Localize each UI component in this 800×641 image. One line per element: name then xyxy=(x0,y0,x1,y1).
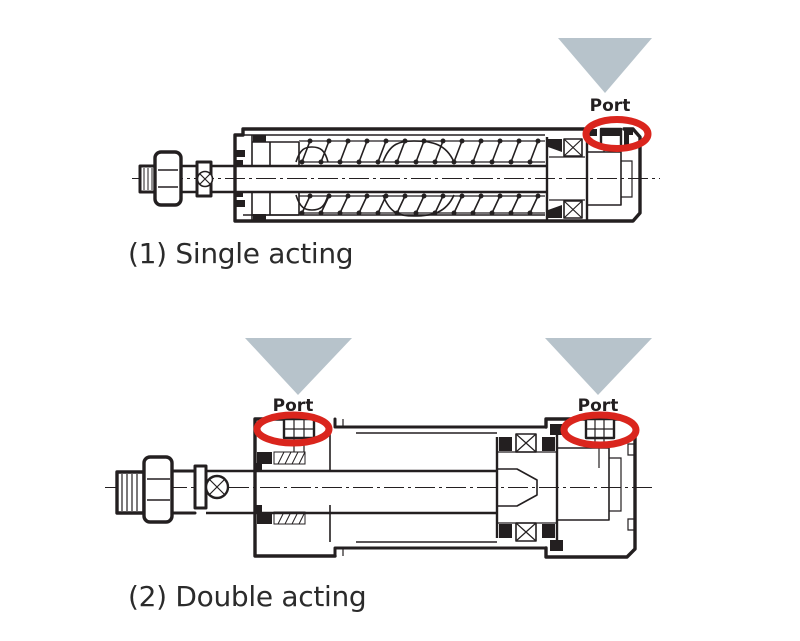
caption-single-acting: (1) Single acting xyxy=(128,237,354,270)
piston-assembly xyxy=(545,135,589,221)
attention-arrow-icon xyxy=(558,38,652,93)
piston-rod xyxy=(206,469,497,515)
port-plug xyxy=(584,127,633,149)
port-highlight-ellipse-left xyxy=(253,411,333,447)
rod-collar xyxy=(193,464,208,510)
double-acting-drawing: Port Port xyxy=(105,338,655,559)
rod-cover-detail xyxy=(236,135,300,221)
return-spring xyxy=(295,138,545,217)
piston-assembly xyxy=(495,424,563,551)
caption-double-acting: (2) Double acting xyxy=(128,580,367,613)
port-highlight-ellipse-right xyxy=(560,411,640,449)
cylinder-body-outline xyxy=(233,127,642,223)
attention-arrow-icon-right xyxy=(545,338,652,395)
piston-rod xyxy=(211,164,547,194)
port-plug-left xyxy=(282,417,316,452)
threaded-stub xyxy=(115,470,146,515)
hex-nut xyxy=(142,455,174,524)
single-acting-drawing: Port xyxy=(132,38,660,223)
port-highlight-ellipse xyxy=(582,116,652,152)
hex-nut xyxy=(153,150,183,207)
port-label: Port xyxy=(590,96,631,116)
port-label-left: Port xyxy=(273,396,314,416)
end-cap-detail xyxy=(587,147,633,206)
cylinder-tube xyxy=(354,425,548,550)
port-label-right: Port xyxy=(578,396,619,416)
attention-arrow-icon-left xyxy=(245,338,352,395)
